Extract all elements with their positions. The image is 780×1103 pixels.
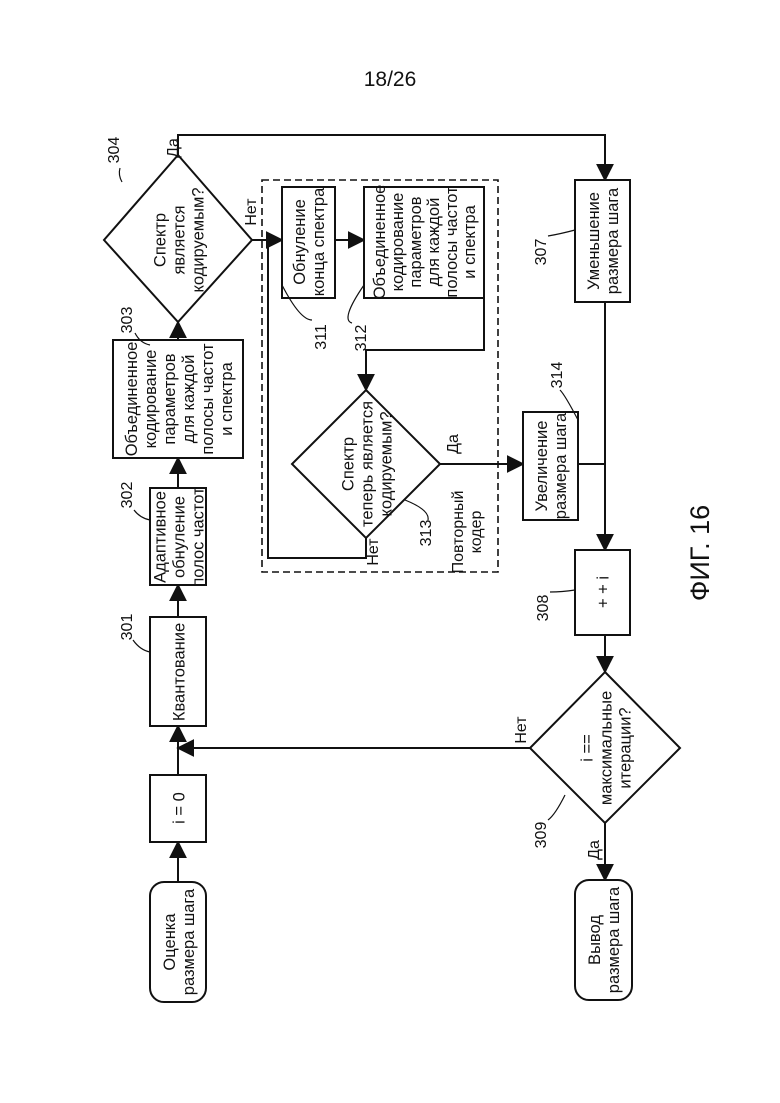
node-dec3-text-line: i == <box>578 734 596 762</box>
node-incr-i-text: + + i <box>594 576 612 608</box>
ref-311-line: 311 <box>313 324 330 350</box>
edge-label-dec2-no: Нет <box>365 538 382 566</box>
ref-313-line: 313 <box>418 520 435 547</box>
node-zero-tail-text-line: конца спектра <box>310 187 328 296</box>
ref-303: 303 <box>119 307 136 334</box>
node-joint2-text-line: кодирование <box>389 193 407 292</box>
recoder-label-line: Повторный <box>450 491 467 574</box>
node-start-text-line: размера шага <box>180 888 198 995</box>
node-dec-step-text-line: размера шага <box>604 187 622 294</box>
node-zero-tail-text: Обнулениеконца спектра <box>291 187 328 296</box>
node-output-text-line: Вывод <box>586 915 604 965</box>
node-quant-text-line: Квантование <box>170 623 188 721</box>
ref-301-line: 301 <box>119 614 136 641</box>
node-incr-i-text-line: + + i <box>594 576 612 608</box>
figure-caption: ФИГ. 16 <box>685 505 715 601</box>
node-dec2-text-line: Спектр <box>339 437 357 491</box>
ref-308-line: 308 <box>535 595 552 622</box>
node-joint1-text-line: Объединенное <box>123 342 141 457</box>
node-joint2-text-line: полосы частот <box>443 186 461 298</box>
node-dec3-text-line: максимальные <box>597 691 615 805</box>
node-dec1-text-line: является <box>170 205 188 274</box>
edge-label-dec3-no-line: Нет <box>513 716 530 744</box>
ref-301: 301 <box>119 614 136 641</box>
ref-308: 308 <box>535 595 552 622</box>
node-joint2-text-line: для каждой <box>425 198 443 287</box>
edge-label-dec1-yes: Да <box>165 138 182 158</box>
edge-label-dec2-yes-line: Да <box>445 434 462 454</box>
ref-313: 313 <box>418 520 435 547</box>
recoder-label: Повторныйкодер <box>450 491 485 574</box>
edge-label-dec3-yes: Да <box>586 840 603 860</box>
node-adaptive-text-line: обнуление <box>170 496 188 578</box>
node-adaptive-text-line: полос частот <box>189 487 207 587</box>
node-joint1-text-line: для каждой <box>180 355 198 444</box>
node-joint1-text-line: полосы частот <box>199 343 217 455</box>
node-dec1-text-line: кодируемым? <box>189 187 207 292</box>
ref-304: 304 <box>106 137 123 164</box>
node-inc-text: Увеличениеразмера шага <box>533 412 570 519</box>
ref-307: 307 <box>533 239 550 266</box>
edge-dec1-yes <box>178 135 605 180</box>
node-inc-text-line: Увеличение <box>533 421 551 512</box>
ref-302: 302 <box>119 482 136 509</box>
node-joint2-text-line: и спектра <box>461 204 479 278</box>
ref-309: 309 <box>533 822 550 849</box>
node-dec3-text-line: итерации? <box>616 707 634 788</box>
node-inc-text-line: размера шага <box>552 412 570 519</box>
node-dec2-text-line: кодируемым? <box>377 411 395 516</box>
edge-label-dec2-yes: Да <box>445 434 462 454</box>
edge-label-dec3-no: Нет <box>513 716 530 744</box>
node-adaptive-text: Адаптивноеобнулениеполос частот <box>151 487 207 587</box>
node-adaptive-text-line: Адаптивное <box>151 491 169 583</box>
ref-307-line: 307 <box>533 239 550 266</box>
ref-303-line: 303 <box>119 307 136 334</box>
figure-caption-line: ФИГ. 16 <box>685 505 715 601</box>
edge-label-dec1-no-line: Нет <box>243 198 260 226</box>
node-joint1-text-line: параметров <box>161 353 179 444</box>
node-dec1-text-line: Спектр <box>151 213 169 267</box>
edge-label-dec3-yes-line: Да <box>586 840 603 860</box>
recoder-label-line: кодер <box>468 510 485 553</box>
node-dec-step-text: Уменьшениеразмера шага <box>585 187 622 294</box>
ref-302-line: 302 <box>119 482 136 509</box>
node-zero-tail-text-line: Обнуление <box>291 199 309 285</box>
edge-label-dec1-yes-line: Да <box>165 138 182 158</box>
node-joint1-text-line: и спектра <box>218 361 236 435</box>
ref-304-line: 304 <box>106 137 123 164</box>
ref-309-line: 309 <box>533 822 550 849</box>
ref-314-line: 314 <box>549 362 566 389</box>
node-init-text: i = 0 <box>170 792 188 824</box>
node-dec-step-text-line: Уменьшение <box>585 192 603 290</box>
node-joint2-text-line: Объединенное <box>371 185 389 300</box>
node-output-text-line: размера шага <box>605 886 623 993</box>
node-joint1-text-line: кодирование <box>142 350 160 449</box>
ref-314: 314 <box>549 362 566 389</box>
ref-311: 311 <box>313 324 330 350</box>
edge-label-dec2-no-line: Нет <box>365 538 382 566</box>
ref-312-line: 312 <box>353 325 370 352</box>
node-init-text-line: i = 0 <box>170 792 188 824</box>
ref-312: 312 <box>353 325 370 352</box>
node-quant-text: Квантование <box>170 623 188 721</box>
edge-label-dec1-no: Нет <box>243 198 260 226</box>
node-start-text-line: Оценка <box>161 913 179 971</box>
node-dec2-text-line: теперь является <box>358 401 376 527</box>
node-joint2-text-line: параметров <box>407 196 425 287</box>
